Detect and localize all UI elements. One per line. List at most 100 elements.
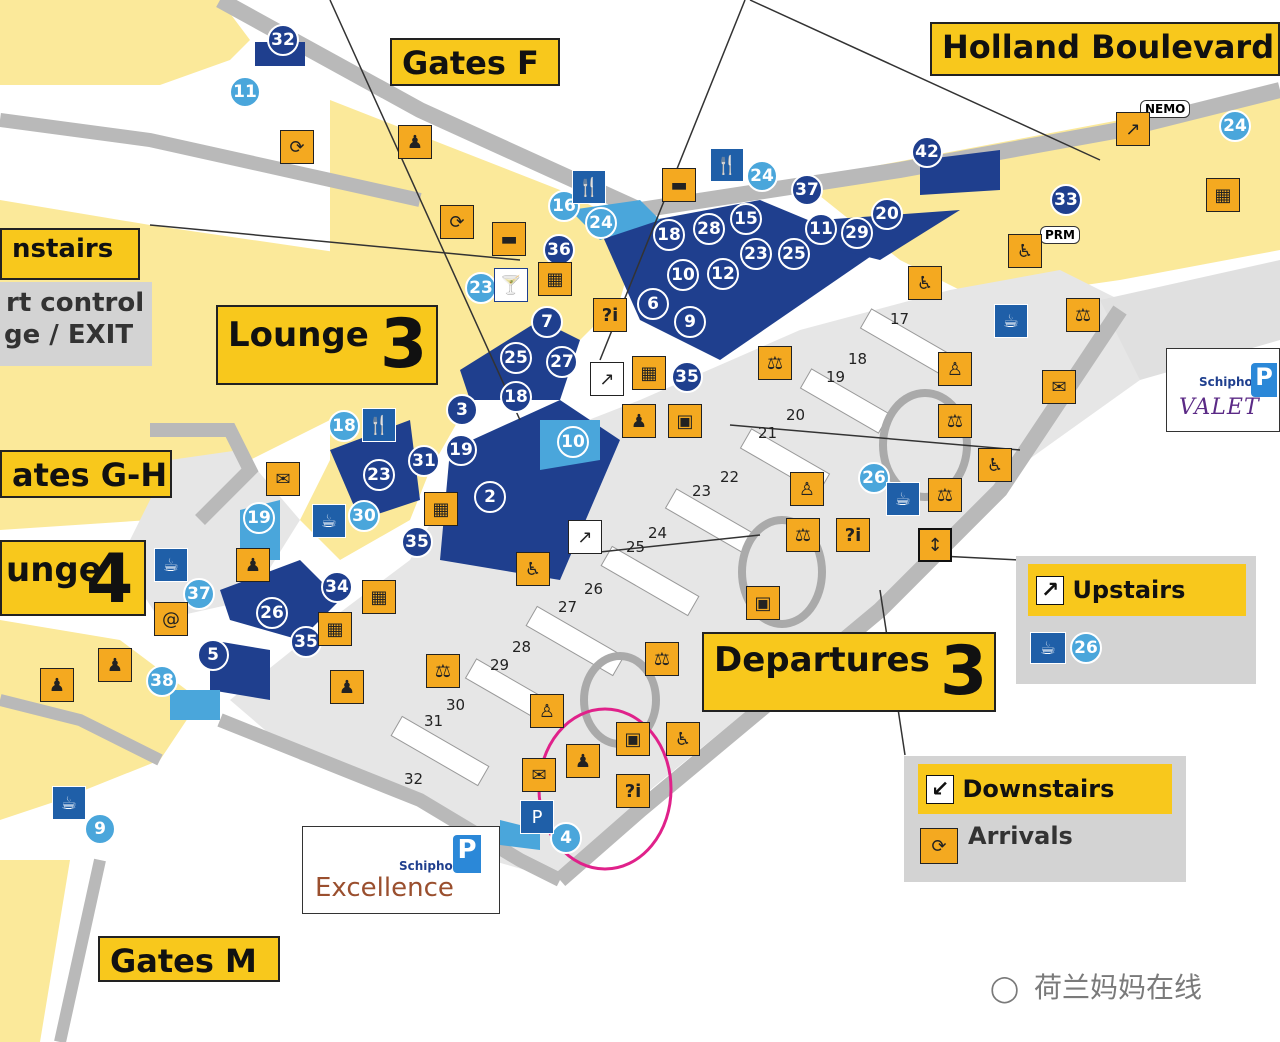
point-23[interactable]: 23 (465, 272, 497, 304)
service-desk-icon[interactable]: ⚖ (1066, 298, 1100, 332)
point-23b[interactable]: 23 (740, 238, 772, 270)
security-icon[interactable]: ♟ (330, 670, 364, 704)
check-in-icon[interactable]: ▬ (492, 222, 526, 256)
point-35c[interactable]: 35 (290, 626, 322, 658)
point-36[interactable]: 36 (543, 234, 575, 266)
baggage-icon[interactable]: ▦ (538, 262, 572, 296)
point-24c[interactable]: 24 (1219, 110, 1251, 142)
service-desk-icon[interactable]: ♟ (398, 125, 432, 159)
toilet-icon[interactable]: ♙ (530, 694, 564, 728)
point-29[interactable]: 29 (841, 217, 873, 249)
point-30[interactable]: 30 (348, 500, 380, 532)
escalator-icon[interactable]: ↗ (568, 520, 602, 554)
cafe-icon[interactable]: ☕ (886, 482, 920, 516)
restaurant-icon[interactable]: 🍴 (710, 148, 744, 182)
wheelchair-icon[interactable]: ♿ (666, 722, 700, 756)
point-32[interactable]: 32 (267, 24, 299, 56)
cafe-icon[interactable]: ☕ (52, 786, 86, 820)
baggage-icon[interactable]: ▦ (362, 580, 396, 614)
point-26b[interactable]: 26 (858, 462, 890, 494)
point-6[interactable]: 6 (637, 288, 669, 320)
elevator-icon[interactable]: ↕ (918, 528, 952, 562)
wheelchair-icon[interactable]: ♿ (978, 448, 1012, 482)
check-in-icon[interactable]: ▬ (662, 168, 696, 202)
excellence-logo[interactable]: Schiphol P Excellence (302, 826, 500, 914)
valet-logo[interactable]: Schiphol P VALET (1166, 348, 1280, 432)
point-9[interactable]: 9 (674, 306, 706, 338)
mail-icon[interactable]: ✉ (1042, 370, 1076, 404)
baggage-icon[interactable]: ▦ (1206, 178, 1240, 212)
baggage-drop-icon[interactable]: ⚖ (645, 642, 679, 676)
point-33[interactable]: 33 (1050, 184, 1082, 216)
point-11[interactable]: 11 (229, 76, 261, 108)
point-28[interactable]: 28 (693, 213, 725, 245)
point-10[interactable]: 10 (557, 426, 589, 458)
point-38[interactable]: 38 (146, 665, 178, 697)
point-10b[interactable]: 10 (667, 259, 699, 291)
point-3[interactable]: 3 (446, 394, 478, 426)
baggage-drop-icon[interactable]: ⚖ (938, 404, 972, 438)
cafe-icon[interactable]: ☕ (312, 504, 346, 538)
point-35[interactable]: 35 (671, 361, 703, 393)
point-19c[interactable]: 19 (243, 502, 275, 534)
mail-icon[interactable]: ✉ (266, 462, 300, 496)
parking-icon[interactable]: P (520, 800, 554, 834)
point-37b[interactable]: 37 (183, 578, 215, 610)
baggage-drop-icon[interactable]: ⚖ (786, 518, 820, 552)
baggage-icon[interactable]: ▦ (318, 612, 352, 646)
toilet-icon[interactable]: ♙ (938, 352, 972, 386)
point-25[interactable]: 25 (500, 342, 532, 374)
point-9b[interactable]: 9 (84, 813, 116, 845)
wheelchair-icon[interactable]: ♿ (908, 266, 942, 300)
point-5[interactable]: 5 (197, 639, 229, 671)
mail-icon[interactable]: ✉ (522, 758, 556, 792)
point-2[interactable]: 2 (474, 481, 506, 513)
point-18c[interactable]: 18 (328, 410, 360, 442)
info-icon[interactable]: ?i (593, 298, 627, 332)
escalator-icon[interactable]: ↗ (590, 362, 624, 396)
restaurant-icon[interactable]: 🍴 (362, 408, 396, 442)
ticket-icon[interactable]: ▣ (746, 586, 780, 620)
point-25b[interactable]: 25 (778, 238, 810, 270)
lounge-icon[interactable]: ♟ (236, 548, 270, 582)
ticket-icon[interactable]: ▣ (616, 722, 650, 756)
service-desk-icon[interactable]: ⚖ (928, 478, 962, 512)
arrivals-icon[interactable]: ⟳ (280, 130, 314, 164)
point-11b[interactable]: 11 (805, 213, 837, 245)
point-18[interactable]: 18 (500, 381, 532, 413)
cafe-icon[interactable]: ☕ (154, 548, 188, 582)
lounge-icon[interactable]: ♟ (98, 648, 132, 682)
toilet-icon[interactable]: ♙ (790, 472, 824, 506)
baggage-icon[interactable]: ▦ (424, 492, 458, 526)
security-icon[interactable]: ♟ (566, 744, 600, 778)
wheelchair-icon[interactable]: ♿ (1008, 234, 1042, 268)
point-15[interactable]: 15 (730, 203, 762, 235)
baggage-drop-icon[interactable]: ⚖ (426, 654, 460, 688)
bar-icon[interactable]: 🍸 (494, 268, 528, 302)
restaurant-icon[interactable]: 🍴 (572, 170, 606, 204)
point-18b[interactable]: 18 (653, 219, 685, 251)
baggage-icon[interactable]: ▦ (632, 356, 666, 390)
escalator-icon[interactable]: ↗ (1116, 112, 1150, 146)
point-37[interactable]: 37 (791, 174, 823, 206)
point-20[interactable]: 20 (871, 198, 903, 230)
point-42[interactable]: 42 (911, 136, 943, 168)
point-31[interactable]: 31 (408, 445, 440, 477)
point-23c[interactable]: 23 (363, 459, 395, 491)
arrivals-icon[interactable]: ⟳ (440, 205, 474, 239)
baggage-drop-icon[interactable]: ⚖ (758, 346, 792, 380)
point-34[interactable]: 34 (321, 571, 353, 603)
point-19[interactable]: 19 (445, 434, 477, 466)
point-4[interactable]: 4 (550, 822, 582, 854)
security-icon[interactable]: ♟ (622, 404, 656, 438)
point-7[interactable]: 7 (531, 306, 563, 338)
security-icon[interactable]: ♟ (40, 668, 74, 702)
cafe-icon[interactable]: ☕ (994, 304, 1028, 338)
point-35b[interactable]: 35 (401, 526, 433, 558)
point-12[interactable]: 12 (707, 258, 739, 290)
point-24[interactable]: 24 (585, 207, 617, 239)
point-27[interactable]: 27 (546, 346, 578, 378)
internet-icon[interactable]: @ (154, 602, 188, 636)
wheelchair-icon[interactable]: ♿ (516, 552, 550, 586)
point-26[interactable]: 26 (256, 597, 288, 629)
